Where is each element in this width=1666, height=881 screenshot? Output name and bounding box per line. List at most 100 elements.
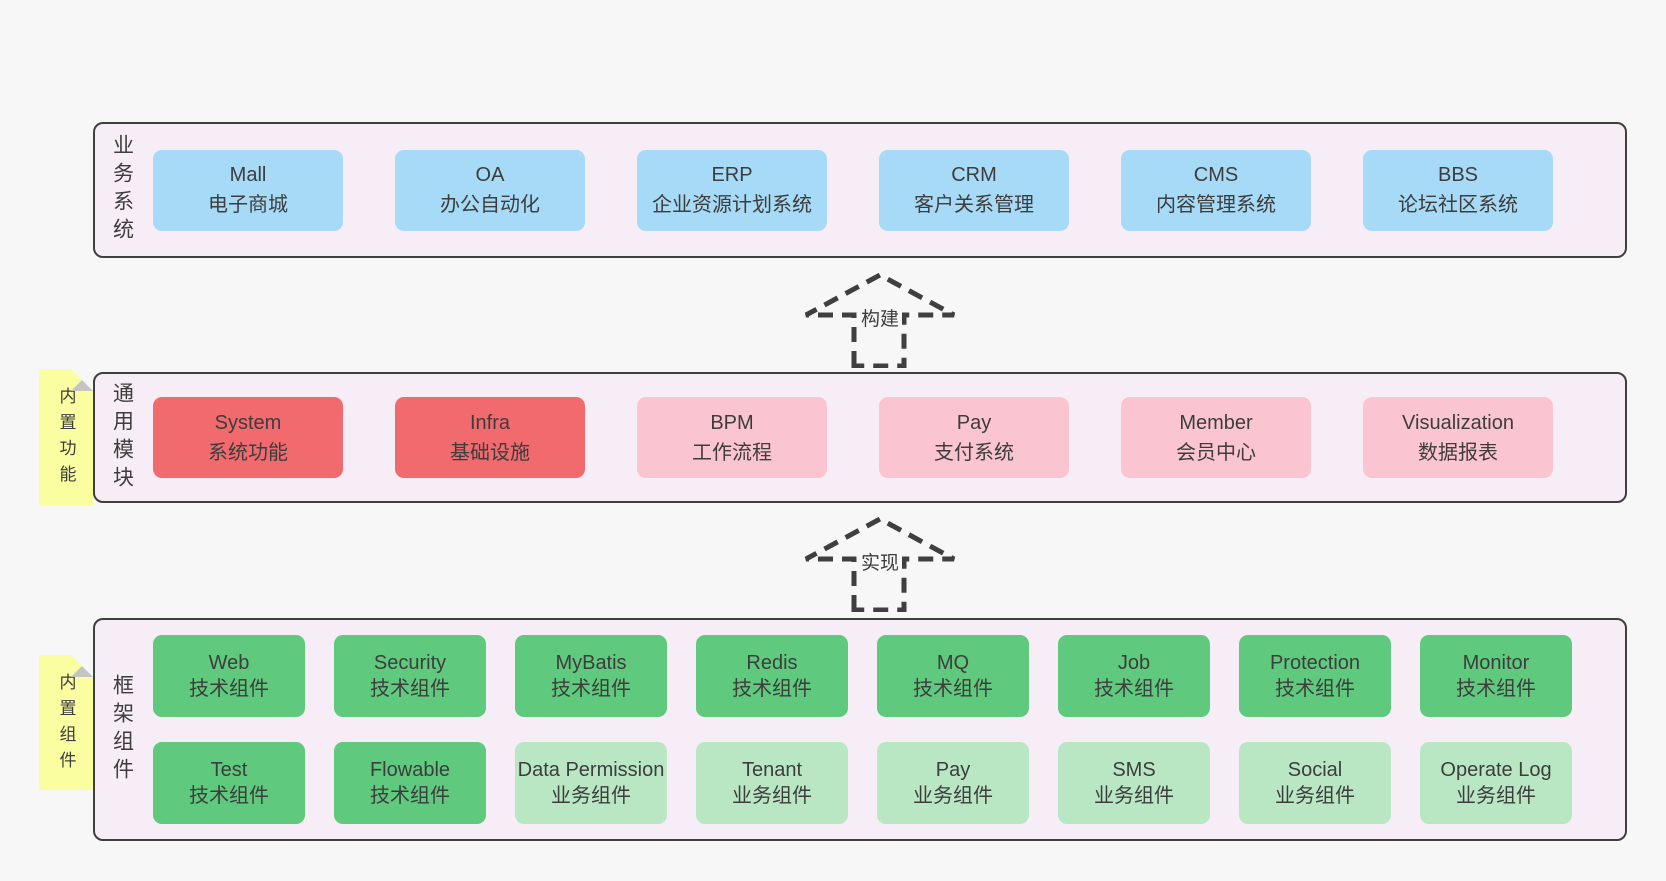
box-title: Pay bbox=[956, 411, 992, 434]
box-title: MyBatis bbox=[555, 652, 627, 674]
box-subtitle: 客户关系管理 bbox=[914, 194, 1034, 216]
box-subtitle: 技术组件 bbox=[189, 678, 269, 700]
box-subtitle: 技术组件 bbox=[1275, 678, 1355, 700]
box-bpm: BPM 工作流程 bbox=[637, 397, 827, 478]
band-label: 通用模块 bbox=[110, 381, 134, 494]
box-title: MQ bbox=[936, 652, 970, 674]
box-subtitle: 技术组件 bbox=[370, 785, 450, 807]
box-subtitle: 办公自动化 bbox=[440, 194, 540, 216]
box-title: Security bbox=[373, 652, 447, 674]
box-subtitle: 技术组件 bbox=[1456, 678, 1536, 700]
box-title: Redis bbox=[746, 652, 798, 674]
box-job: Job 技术组件 bbox=[1058, 635, 1210, 717]
tech-components-row: Web 技术组件 Security 技术组件 MyBatis 技术组件 Redi… bbox=[153, 635, 1572, 717]
box-subtitle: 技术组件 bbox=[913, 678, 993, 700]
box-subtitle: 业务组件 bbox=[1456, 785, 1536, 807]
box-mq: MQ 技术组件 bbox=[877, 635, 1029, 717]
box-subtitle: 系统功能 bbox=[208, 441, 288, 464]
box-social: Social 业务组件 bbox=[1239, 742, 1391, 824]
box-subtitle: 支付系统 bbox=[934, 441, 1014, 464]
box-data-permission: Data Permission 业务组件 bbox=[515, 742, 667, 824]
box-title: BBS bbox=[1437, 164, 1479, 186]
box-subtitle: 工作流程 bbox=[692, 441, 772, 464]
box-member: Member 会员中心 bbox=[1121, 397, 1311, 478]
common-modules-band: 通用模块 System 系统功能 Infra 基础设施 BPM 工作流程 Pay… bbox=[93, 372, 1627, 503]
note-fold-cut-icon bbox=[71, 369, 93, 391]
box-mall: Mall 电子商城 bbox=[153, 149, 343, 231]
framework-components-rows: Web 技术组件 Security 技术组件 MyBatis 技术组件 Redi… bbox=[153, 635, 1572, 824]
build-arrow-label: 构建 bbox=[857, 304, 903, 331]
band-label: 业务系统 bbox=[110, 134, 134, 246]
box-title: CMS bbox=[1193, 164, 1239, 186]
box-redis: Redis 技术组件 bbox=[696, 635, 848, 717]
box-title: OA bbox=[475, 164, 505, 186]
build-arrow: 构建 bbox=[800, 271, 960, 368]
box-pay-biz: Pay 业务组件 bbox=[877, 742, 1029, 824]
box-title: ERP bbox=[711, 164, 753, 186]
box-subtitle: 技术组件 bbox=[732, 678, 812, 700]
biz-components-row: Test 技术组件 Flowable 技术组件 Data Permission … bbox=[153, 742, 1572, 824]
box-security: Security 技术组件 bbox=[334, 635, 486, 717]
box-subtitle: 业务组件 bbox=[732, 785, 812, 807]
common-modules-row: System 系统功能 Infra 基础设施 BPM 工作流程 Pay 支付系统… bbox=[153, 397, 1553, 478]
box-subtitle: 会员中心 bbox=[1176, 441, 1256, 464]
note-label: 内置组件 bbox=[56, 673, 76, 777]
business-systems-band: 业务系统 Mall 电子商城 OA 办公自动化 ERP 企业资源计划系统 CRM… bbox=[93, 122, 1627, 258]
box-title: Protection bbox=[1269, 652, 1361, 674]
box-subtitle: 业务组件 bbox=[913, 785, 993, 807]
built-in-features-note: 内置功能 bbox=[39, 369, 93, 506]
note-fold-cut-icon bbox=[71, 655, 93, 677]
box-system: System 系统功能 bbox=[153, 397, 343, 478]
box-title: Job bbox=[1117, 652, 1151, 674]
box-subtitle: 内容管理系统 bbox=[1156, 194, 1276, 216]
box-title: Social bbox=[1287, 759, 1343, 781]
box-title: Visualization bbox=[1402, 411, 1514, 434]
box-tenant: Tenant 业务组件 bbox=[696, 742, 848, 824]
implement-arrow-label: 实现 bbox=[857, 548, 903, 575]
box-infra: Infra 基础设施 bbox=[395, 397, 585, 478]
box-subtitle: 技术组件 bbox=[1094, 678, 1174, 700]
up-arrow-dashed-icon bbox=[804, 516, 956, 612]
box-subtitle: 论坛社区系统 bbox=[1398, 194, 1518, 216]
box-title: SMS bbox=[1112, 759, 1156, 781]
box-subtitle: 业务组件 bbox=[1275, 785, 1355, 807]
box-flowable: Flowable 技术组件 bbox=[334, 742, 486, 824]
box-subtitle: 技术组件 bbox=[551, 678, 631, 700]
box-subtitle: 企业资源计划系统 bbox=[652, 194, 812, 216]
box-title: Pay bbox=[935, 759, 971, 781]
box-web: Web 技术组件 bbox=[153, 635, 305, 717]
implement-arrow: 实现 bbox=[800, 515, 960, 612]
box-test: Test 技术组件 bbox=[153, 742, 305, 824]
box-title: Tenant bbox=[741, 759, 803, 781]
box-operate-log: Operate Log 业务组件 bbox=[1420, 742, 1572, 824]
box-visualization: Visualization 数据报表 bbox=[1363, 397, 1553, 478]
box-oa: OA 办公自动化 bbox=[395, 149, 585, 231]
note-label: 内置功能 bbox=[56, 387, 76, 491]
box-title: Mall bbox=[229, 164, 267, 186]
box-title: Infra bbox=[469, 411, 511, 434]
box-title: Data Permission bbox=[517, 759, 665, 781]
box-title: Operate Log bbox=[1440, 759, 1552, 781]
box-subtitle: 电子商城 bbox=[208, 194, 288, 216]
business-systems-row: Mall 电子商城 OA 办公自动化 ERP 企业资源计划系统 CRM 客户关系… bbox=[153, 149, 1553, 231]
box-subtitle: 技术组件 bbox=[370, 678, 450, 700]
box-title: BPM bbox=[710, 411, 754, 434]
box-subtitle: 业务组件 bbox=[551, 785, 631, 807]
built-in-components-note: 内置组件 bbox=[39, 655, 93, 790]
box-bbs: BBS 论坛社区系统 bbox=[1363, 149, 1553, 231]
box-title: Flowable bbox=[369, 759, 451, 781]
box-subtitle: 业务组件 bbox=[1094, 785, 1174, 807]
box-title: Test bbox=[210, 759, 248, 781]
box-title: CRM bbox=[951, 164, 997, 186]
box-pay: Pay 支付系统 bbox=[879, 397, 1069, 478]
box-subtitle: 基础设施 bbox=[450, 441, 530, 464]
box-mybatis: MyBatis 技术组件 bbox=[515, 635, 667, 717]
box-title: Web bbox=[208, 652, 250, 674]
up-arrow-dashed-icon bbox=[804, 272, 956, 368]
box-title: Monitor bbox=[1462, 652, 1530, 674]
framework-components-band: 框架组件 Web 技术组件 Security 技术组件 MyBatis 技术组件… bbox=[93, 618, 1627, 841]
box-protection: Protection 技术组件 bbox=[1239, 635, 1391, 717]
box-title: System bbox=[214, 411, 282, 434]
box-sms: SMS 业务组件 bbox=[1058, 742, 1210, 824]
box-erp: ERP 企业资源计划系统 bbox=[637, 149, 827, 231]
